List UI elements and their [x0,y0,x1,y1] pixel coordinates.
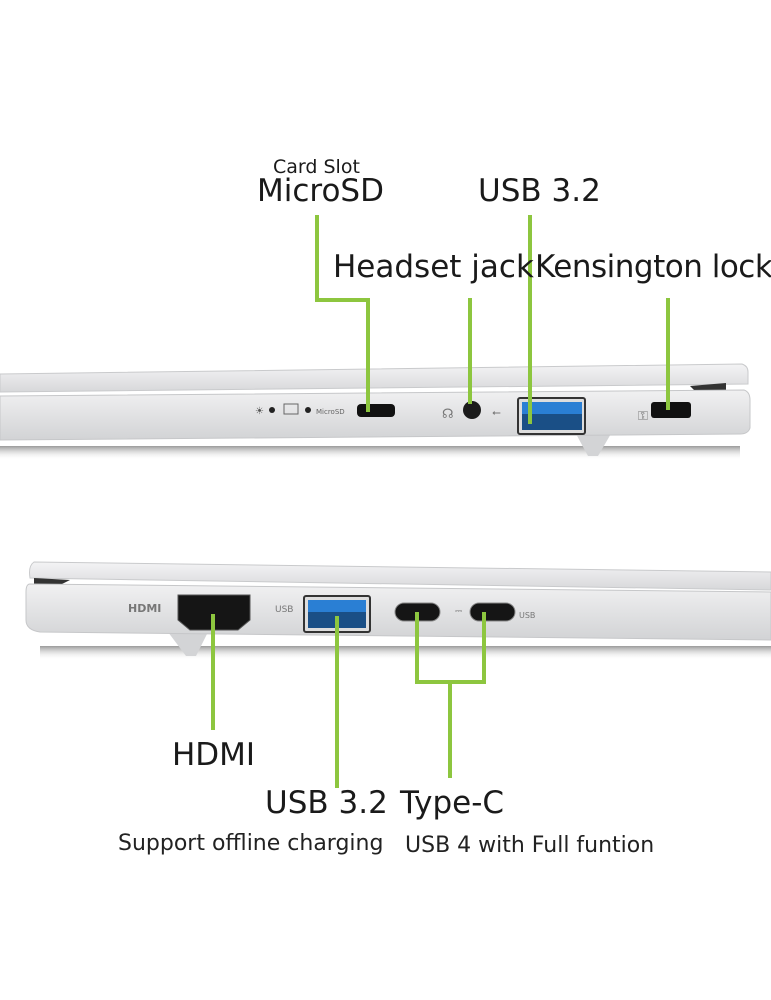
microsd-slot [357,404,395,417]
usb32-note: Support offline charging [118,831,384,856]
headset-label: Headset jack [333,249,534,285]
typec-label: Type-C [400,785,505,821]
lock-mark-icon: ⚿ [638,409,648,424]
power-led [269,407,275,413]
kensington-slot [651,402,691,418]
laptop-right-side: ☀ MicroSD ☊ ⭠ ⚿ [0,363,751,460]
usb32-top-label: USB 3.2 [478,173,601,209]
usb-charge-mark: USB [275,605,293,615]
laptop-left-side: HDMI USB ⎓ USB [25,561,771,660]
dc-mark-icon: ⎓ [455,607,462,617]
battery-led [305,407,311,413]
usb32-bottom-label: USB 3.2 [265,785,388,821]
microsd-label: MicroSD [257,173,384,209]
leader-lines [211,215,670,788]
hdmi-port [177,594,251,631]
hdmi-mark: HDMI [128,602,161,615]
kensington-label: Kensington lock [535,249,771,285]
type-c-port-2 [469,602,516,622]
card-slot-label: Card Slot [273,156,360,178]
brightness-icon: ☀ [255,406,264,417]
laptop-foot [168,632,208,656]
microsd-mark: MicroSD [316,408,345,416]
headset-mark-icon: ☊ [442,407,454,422]
hdmi-label: HDMI [172,737,256,773]
laptop-foot [575,432,612,456]
typec-note: USB 4 with Full funtion [405,833,655,858]
battery-icon [283,403,299,415]
usb4-display-mark: USB [519,611,535,620]
usb-symbol-icon: ⭠ [492,406,501,419]
headset-jack [463,401,481,419]
microsd-leader [315,215,370,412]
